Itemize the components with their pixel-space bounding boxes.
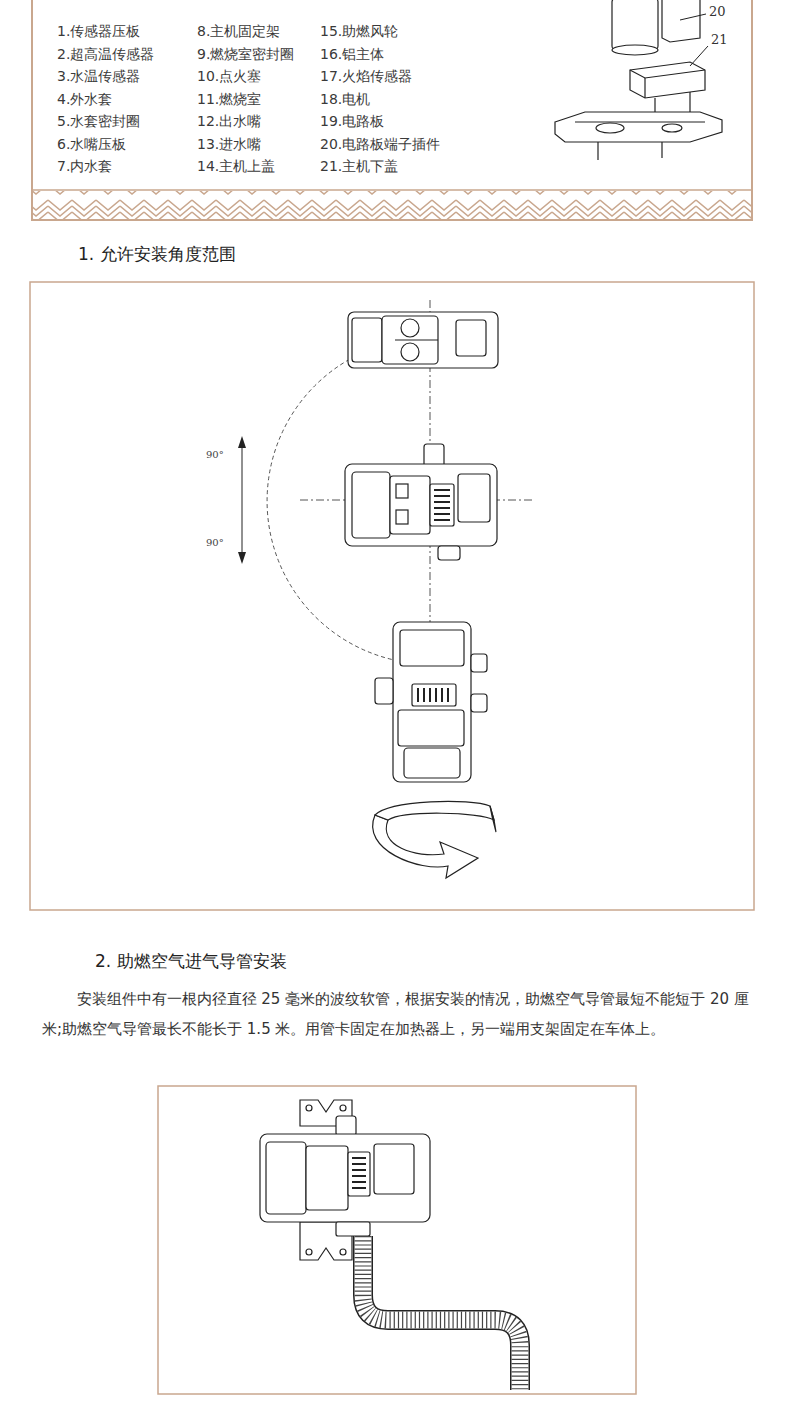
section-heading: 1. 允许安装角度范围 bbox=[78, 243, 236, 265]
part-name: 5.水套密封圈 bbox=[57, 112, 140, 130]
part-name: 1.传感器压板 bbox=[57, 22, 140, 40]
part-name: 13.进水嘴 bbox=[197, 135, 261, 153]
part-name: 14.主机上盖 bbox=[197, 157, 275, 175]
part-name: 12.出水嘴 bbox=[197, 112, 261, 130]
part-name: 21.主机下盖 bbox=[320, 157, 398, 175]
part-name: 20.电路板端子插件 bbox=[320, 135, 440, 153]
part-name: 11.燃烧室 bbox=[197, 90, 261, 108]
part-name: 19.电路板 bbox=[320, 112, 384, 130]
part-name: 2.超高温传感器 bbox=[57, 45, 154, 63]
part-name: 15.助燃风轮 bbox=[320, 22, 398, 40]
part-name: 17.火焰传感器 bbox=[320, 67, 412, 85]
part-name: 8.主机固定架 bbox=[197, 22, 280, 40]
part-name: 18.电机 bbox=[320, 90, 370, 108]
note-text: 安装组件中有一根内径直径 25 毫米的波纹软管，根据安装的情况，助燃空气导管最短… bbox=[42, 984, 754, 1044]
part-name: 9.燃烧室密封圈 bbox=[197, 45, 294, 63]
part-name: 4.外水套 bbox=[57, 90, 112, 108]
angle-label: 90° bbox=[206, 448, 224, 461]
callout-number: 20 bbox=[708, 4, 727, 21]
part-name: 6.水嘴压板 bbox=[57, 135, 126, 153]
part-name: 16.铝主体 bbox=[320, 45, 384, 63]
section-heading: 2. 助燃空气进气导管安装 bbox=[95, 950, 287, 972]
part-name: 7.内水套 bbox=[57, 157, 112, 175]
angle-label: 90° bbox=[206, 536, 224, 549]
part-name: 3.水温传感器 bbox=[57, 67, 140, 85]
part-name: 10.点火塞 bbox=[197, 67, 261, 85]
callout-number: 21 bbox=[710, 32, 729, 49]
